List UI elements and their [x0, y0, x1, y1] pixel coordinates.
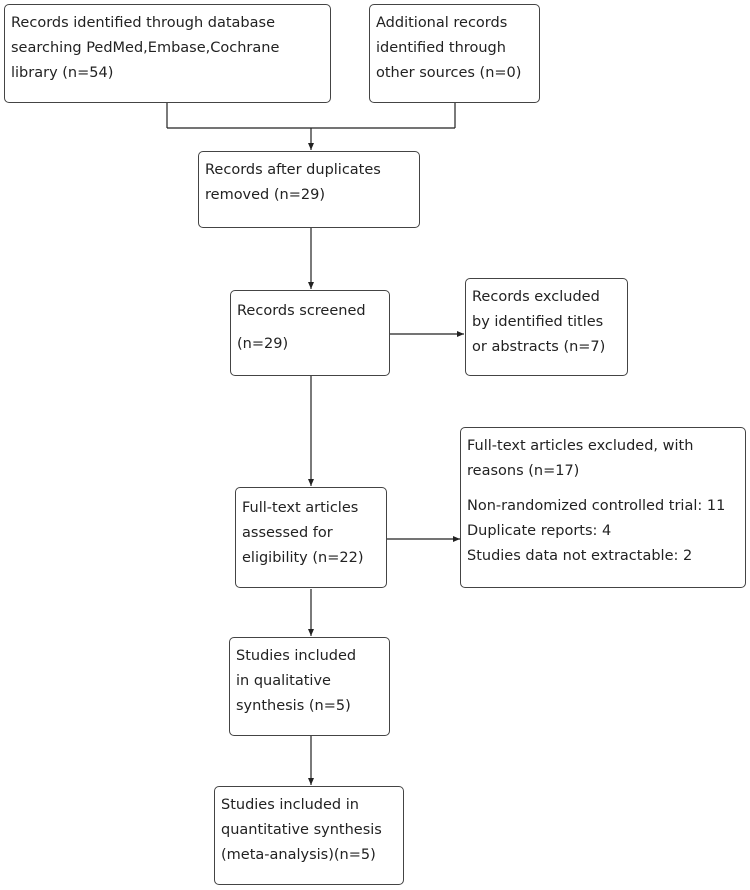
box-line: Full-text articles — [242, 500, 359, 516]
box-line: library (n=54) — [11, 65, 114, 81]
box-line: Studies included — [236, 648, 357, 664]
box-line: Studies included in — [221, 797, 359, 813]
box-additional-records: Additional records identified through ot… — [369, 4, 540, 103]
box-line: Studies data not extractable: 2 — [467, 548, 693, 564]
box-line: by identified titles — [472, 314, 604, 330]
spacer — [467, 484, 743, 494]
box-line: Non-randomized controlled trial: 11 — [467, 498, 726, 514]
box-line: removed (n=29) — [205, 187, 325, 203]
box-line: Records excluded — [472, 289, 600, 305]
box-line: quantitative synthesis — [221, 822, 382, 838]
box-line: in qualitative — [236, 673, 331, 689]
box-line: assessed for — [242, 525, 333, 541]
spacer — [237, 324, 381, 332]
box-records-screened: Records screened (n=29) — [230, 290, 390, 376]
box-line: Additional records — [376, 15, 508, 31]
box-fulltext-assessed: Full-text articles assessed for eligibil… — [235, 487, 387, 588]
box-line: Full-text articles excluded, with — [467, 438, 694, 454]
box-line: other sources (n=0) — [376, 65, 522, 81]
box-fulltext-excluded: Full-text articles excluded, with reason… — [460, 427, 746, 588]
box-line: Duplicate reports: 4 — [467, 523, 612, 539]
box-qualitative-synthesis: Studies included in qualitative synthesi… — [229, 637, 390, 736]
box-line: eligibility (n=22) — [242, 550, 364, 566]
box-line: identified through — [376, 40, 506, 56]
box-line: Records screened — [237, 303, 366, 319]
box-records-identified: Records identified through database sear… — [4, 4, 331, 103]
box-line: reasons (n=17) — [467, 463, 580, 479]
box-quantitative-synthesis: Studies included in quantitative synthes… — [214, 786, 404, 885]
box-line: (n=29) — [237, 336, 289, 352]
box-line: Records identified through database — [11, 15, 275, 31]
box-records-excluded: Records excluded by identified titles or… — [465, 278, 628, 376]
box-line: or abstracts (n=7) — [472, 339, 606, 355]
box-line: Records after duplicates — [205, 162, 381, 178]
box-after-duplicates: Records after duplicates removed (n=29) — [198, 151, 420, 228]
box-line: synthesis (n=5) — [236, 698, 351, 714]
box-line: searching PedMed,Embase,Cochrane — [11, 40, 280, 56]
box-line: (meta-analysis)(n=5) — [221, 847, 376, 863]
